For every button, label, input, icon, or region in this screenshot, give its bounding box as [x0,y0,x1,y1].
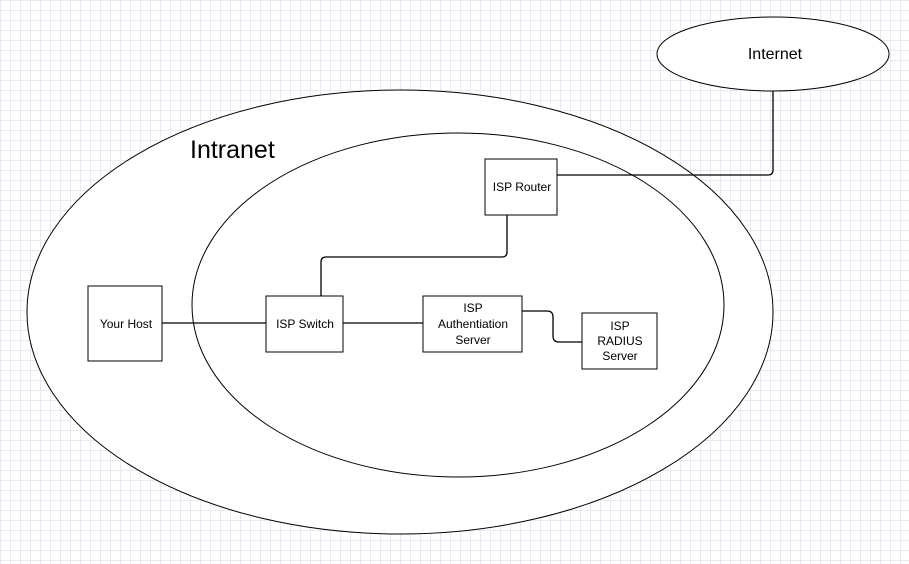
node-isp-router[interactable] [484,158,558,216]
isp-switch-label: ISP Switch [276,317,334,331]
your-host-label: Your Host [100,317,153,331]
node-your-host[interactable] [87,285,163,362]
internet-label: Internet [748,46,803,63]
auth-server-label-line-1: ISP [463,301,482,315]
node-isp-switch[interactable] [265,295,344,353]
isp-router-label: ISP Router [493,180,551,194]
edge-switch-to-router [320,215,508,296]
radius-server-label-line-2: RADIUS [597,334,642,348]
node-isp-auth-server[interactable] [422,295,523,353]
edge-auth-to-radius [522,310,582,343]
auth-server-label-line-2: Authentiation [438,317,508,331]
node-isp-radius-server[interactable] [581,312,658,370]
edge-router-to-internet [557,91,774,176]
intranet-label: Intranet [190,136,275,164]
radius-server-label-line-3: Server [602,349,637,363]
radius-server-label-line-1: ISP [610,319,629,333]
auth-server-label-line-3: Server [455,333,490,347]
